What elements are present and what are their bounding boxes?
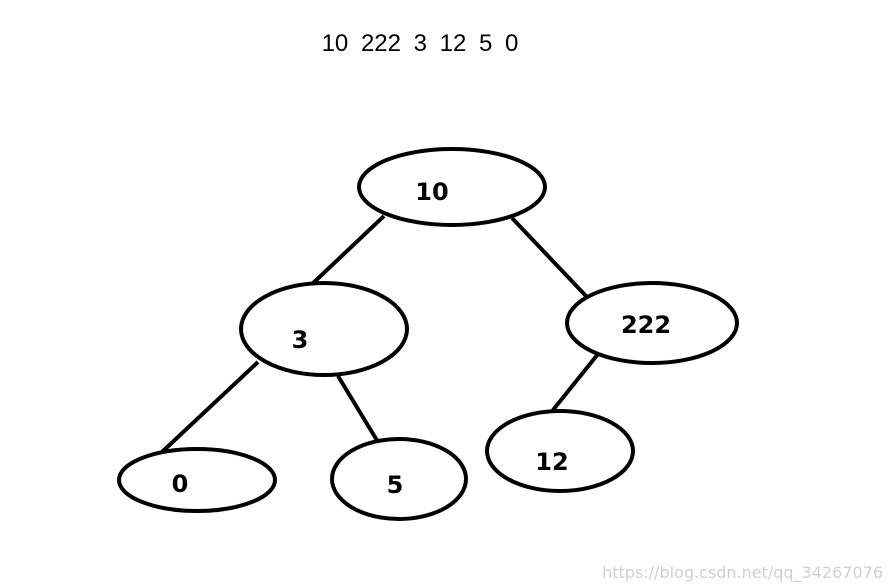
- node-label-10: 10: [415, 178, 448, 206]
- watermark-url: https://blog.csdn.net/qq_34267076: [602, 563, 883, 582]
- node-label-222: 222: [621, 311, 671, 339]
- node-label-3: 3: [292, 326, 309, 354]
- edge-222-12: [551, 352, 600, 412]
- edge-10-3: [308, 214, 386, 288]
- insertion-sequence: 10 222 3 12 5 0: [321, 30, 519, 57]
- tree-node-3: 3: [239, 281, 409, 377]
- node-label-12: 12: [535, 448, 568, 476]
- edge-3-0: [160, 360, 260, 454]
- node-label-5: 5: [387, 471, 404, 499]
- edge-10-222: [510, 216, 588, 298]
- tree-node-10: 10: [357, 147, 547, 227]
- edge-3-5: [336, 374, 380, 444]
- tree-node-5: 5: [330, 437, 468, 521]
- node-label-0: 0: [172, 470, 189, 498]
- tree-node-12: 12: [485, 409, 635, 493]
- tree-node-0: 0: [117, 447, 277, 513]
- tree-node-222: 222: [565, 281, 739, 365]
